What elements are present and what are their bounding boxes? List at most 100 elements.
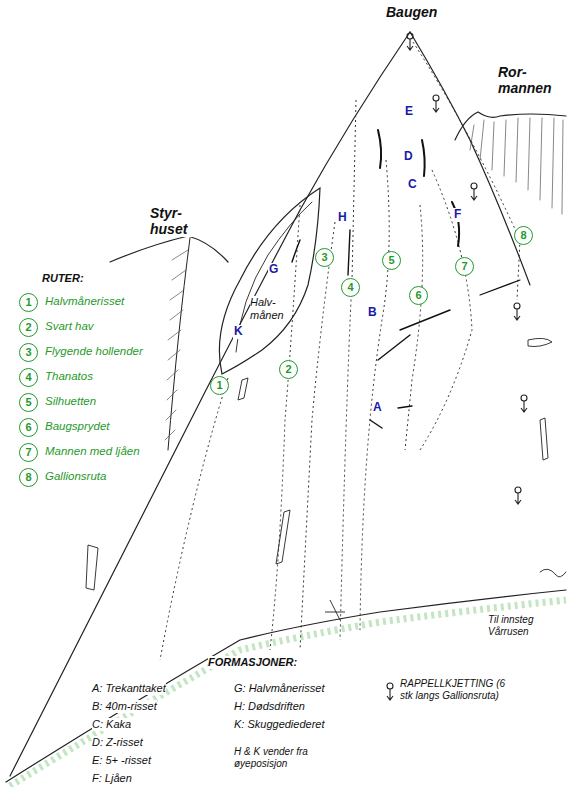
formation-entry: F: Ljåen	[92, 772, 132, 785]
peak-name: Styr- huset	[150, 205, 194, 237]
formation-entry: E: 5+ -risset	[92, 754, 151, 767]
route-name: Mannen med ljåen	[45, 445, 140, 457]
drawing-stroke	[515, 487, 521, 493]
route-circle: 5	[382, 251, 401, 270]
drawing-group	[407, 33, 413, 50]
drawing-group	[387, 33, 527, 700]
formation-entry: K: Skuggediederet	[234, 718, 325, 731]
drawing-stroke	[110, 236, 228, 262]
route-circle: 1	[210, 376, 229, 395]
drawing-stroke	[340, 100, 356, 640]
drawing-group	[521, 395, 527, 412]
formation-letter: B	[367, 306, 378, 320]
peak-name: Ror- mannen	[498, 64, 550, 96]
formation-letter: C	[407, 178, 418, 192]
route-circle: 3Flygende hollender	[19, 343, 38, 362]
route-number: 2	[280, 361, 297, 378]
drawing-group	[6, 32, 566, 782]
drawing-stroke	[300, 222, 335, 650]
route-number: 4	[342, 279, 359, 296]
drawing-stroke	[398, 406, 412, 408]
peak-name: Baugen	[386, 4, 437, 20]
drawing-stroke	[528, 338, 552, 346]
drawing-group	[10, 600, 566, 786]
route-name: Baugsprydet	[45, 420, 110, 432]
formation-letter: K	[233, 325, 244, 339]
drawing-stroke	[515, 493, 521, 504]
drawing-group	[515, 487, 521, 504]
drawing-stroke	[471, 189, 477, 200]
route-circle: 1Halvmånerisset	[19, 293, 38, 312]
route-circle: 7	[455, 257, 474, 276]
route-name: Halvmånerisset	[45, 295, 124, 307]
drawing-stroke	[407, 33, 413, 39]
route-circle: 3	[315, 248, 334, 267]
drawing-stroke	[276, 510, 290, 564]
drawing-stroke	[348, 230, 350, 275]
drawing-stroke	[433, 95, 439, 101]
formation-entry: A: Trekanttaket	[92, 682, 166, 695]
drawing-stroke	[514, 309, 520, 320]
drawing-stroke	[521, 395, 527, 401]
drawing-stroke	[400, 310, 450, 330]
route-circle: 4	[341, 278, 360, 297]
drawing-stroke	[370, 420, 382, 428]
drawing-stroke	[378, 335, 410, 360]
route-name: Thanatos	[45, 370, 93, 382]
drawing-stroke	[165, 250, 188, 440]
route-number: 3	[316, 249, 333, 266]
route-number: 1	[211, 377, 228, 394]
drawing-stroke	[433, 101, 439, 112]
drawing-stroke	[86, 545, 98, 590]
drawing-stroke	[420, 170, 472, 450]
formation-entry: D: Z-risset	[92, 736, 143, 749]
drawing-stroke	[168, 238, 190, 450]
formation-letter: F	[453, 208, 462, 222]
drawing-stroke	[10, 32, 410, 776]
area-name: Halv- månen	[250, 296, 288, 321]
drawing-stroke	[325, 600, 345, 620]
drawing-group	[433, 95, 439, 112]
route-circle: 8Gallionsruta	[19, 468, 38, 487]
legend-heading: RUTER:	[42, 272, 84, 285]
route-name: Svart hav	[45, 320, 94, 332]
drawing-stroke	[378, 130, 381, 168]
formation-letter: H	[337, 211, 348, 225]
approach-note: Til innsteg Vårrusen	[488, 614, 560, 637]
route-number: 1	[20, 294, 37, 311]
route-number: 2	[20, 319, 37, 336]
route-circle: 4Thanatos	[19, 368, 38, 387]
drawing-stroke	[407, 39, 413, 50]
route-number: 8	[20, 469, 37, 486]
route-number: 6	[410, 287, 427, 304]
route-circle: 8	[514, 226, 533, 245]
drawing-stroke	[387, 689, 393, 700]
formation-letter: G	[268, 263, 279, 277]
route-number: 7	[20, 444, 37, 461]
drawing-stroke	[455, 112, 566, 140]
orientation-note: H & K vender fra øyeposisjon	[234, 746, 338, 769]
drawing-stroke	[236, 202, 312, 352]
drawing-stroke	[292, 240, 300, 262]
formation-entry: H: Dødsdriften	[234, 700, 305, 713]
formation-letter: D	[403, 150, 414, 164]
rappel-legend: RAPPELLKJETTING (6 stk langs Gallionsrut…	[400, 678, 508, 701]
drawing-stroke	[540, 569, 566, 577]
route-name: Flygende hollender	[45, 345, 143, 357]
drawing-stroke	[219, 188, 320, 374]
drawing-stroke	[480, 280, 520, 295]
route-name: Gallionsruta	[45, 470, 106, 482]
drawing-group	[514, 303, 520, 320]
legend-heading: FORMASJONER:	[208, 656, 297, 669]
drawing-stroke	[160, 378, 228, 660]
drawing-stroke	[540, 418, 548, 460]
drawing-group	[471, 183, 477, 200]
route-number: 4	[20, 369, 37, 386]
route-circle: 6Baugsprydet	[19, 418, 38, 437]
formation-entry: B: 40m-risset	[92, 700, 157, 713]
drawing-group	[160, 42, 520, 660]
drawing-group	[292, 130, 520, 428]
route-circle: 7Mannen med ljåen	[19, 443, 38, 462]
